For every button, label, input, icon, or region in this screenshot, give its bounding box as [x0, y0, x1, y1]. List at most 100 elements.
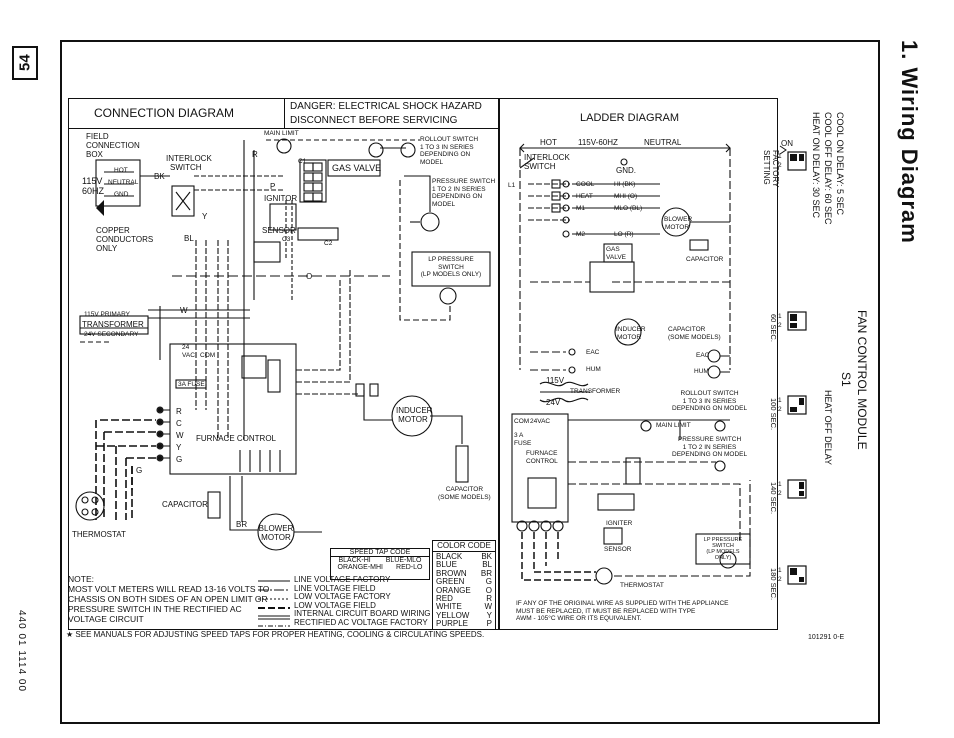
tap-m2-wire: LO (R) [614, 231, 634, 238]
ladder-igniter-label: IGNITER [606, 520, 633, 527]
dip-digit: 1 [778, 397, 782, 404]
vac-unit-label: VAC [182, 352, 195, 359]
thermostat-terminals: R C W Y G [176, 407, 184, 464]
color-abbrev: O [485, 585, 492, 595]
color-code-row: BLACK BK [436, 552, 492, 561]
color-name: PURPLE [436, 619, 469, 629]
wire-label-o: O [306, 272, 313, 281]
wire-label-p: P [270, 182, 276, 191]
tap-heat-wire: MHI (O) [614, 193, 638, 200]
page-frame [60, 40, 880, 724]
s1-label: S1 [839, 372, 853, 387]
transformer-label: TRANSFORMER [82, 320, 144, 329]
danger-line-2: DISCONNECT BEFORE SERVICING [290, 115, 458, 126]
hot-terminal-label: HOT [114, 167, 128, 174]
speed-tap-footnote: ★ SEE MANUALS FOR ADJUSTING SPEED TAPS F… [66, 630, 485, 639]
capacitor-some-models-label: CAPACITOR (SOME MODELS) [438, 486, 491, 501]
neutral-terminal-label: NEUTRAL [108, 179, 139, 186]
ladder-furnace-control-label: FURNACE CONTROL [526, 450, 558, 465]
setting-140: 140 SEC. [769, 482, 778, 515]
ladder-inducer-motor-label: INDUCER MOTOR [616, 326, 646, 341]
tap-cool-label: COOL [576, 181, 595, 188]
ladder-com-label: COM [514, 418, 530, 425]
wire-label-bl: BL [184, 234, 194, 243]
dip-digit: 1 [778, 567, 782, 574]
ladder-sensor-label: SENSOR [604, 546, 632, 553]
ladder-main-limit-label: MAIN LIMIT [656, 422, 691, 429]
capacitor-label: CAPACITOR [162, 500, 208, 509]
wire-label-r: R [252, 150, 258, 159]
supply-voltage-label: 115V 60HZ [82, 176, 105, 196]
legend-item: INTERNAL CIRCUIT BOARD WIRING [294, 609, 431, 619]
ladder-eac-right-label: EAC [696, 352, 710, 359]
heat-on-delay: HEAT ON DELAY: 30 SEC [811, 112, 821, 219]
c1-label: C1 [298, 158, 307, 165]
legend-item: LOW VOLTAGE FIELD [294, 600, 376, 610]
dip-digit: 1 [778, 313, 782, 320]
wire-label-br: BR [236, 520, 248, 529]
ladder-gnd-label: GND. [616, 166, 636, 175]
blower-motor-label: BLOWER MOTOR [258, 524, 294, 542]
dip-digit: 1 [778, 153, 782, 160]
color-code-title: COLOR CODE [433, 541, 495, 552]
ladder-diagram-title: LADDER DIAGRAM [580, 112, 680, 124]
danger-line-1: DANGER: ELECTRICAL SHOCK HAZARD [290, 101, 482, 112]
color-name: YELLOW [436, 610, 470, 620]
speed-tap-entry: BLACK-HI [338, 557, 371, 564]
tap-m2-label: M2 [576, 231, 586, 238]
speed-tap-title: SPEED TAP CODE [331, 549, 429, 557]
ladder-fuse-label: 3 A FUSE [514, 432, 532, 447]
connection-header-rule [68, 128, 498, 130]
setting-60: 60 SEC. [769, 314, 778, 342]
color-name: WHITE [436, 602, 462, 612]
danger-warning: DANGER: ELECTRICAL SHOCK HAZARD DISCONNE… [290, 100, 482, 128]
field-connection-box-label: FIELD CONNECTION BOX [86, 132, 140, 159]
com-label: COM [200, 352, 216, 359]
dip-digit: 2 [778, 406, 782, 413]
speed-tap-entry: RED-LO [396, 564, 423, 571]
ladder-vac-label: 24VAC [530, 418, 551, 425]
c3-label: C3 [282, 236, 291, 243]
dip-digit: 2 [778, 576, 782, 583]
field-box [95, 159, 141, 207]
color-name: BLACK [436, 552, 463, 561]
speed-tap-entry: BLUE-MLO [385, 557, 422, 564]
lp-pressure-switch-label: LP PRESSURE SWITCH (LP MODELS ONLY) [420, 256, 482, 278]
color-abbrev: Y [486, 610, 492, 620]
dip-digit: 1 [778, 481, 782, 488]
ladder-eac-label: EAC [586, 349, 600, 356]
legend-item: RECTIFIED AC VOLTAGE FACTORY [294, 617, 428, 627]
color-code-row: YELLOW Y [436, 610, 492, 620]
ignitor-label: IGNITOR [264, 194, 298, 203]
fan-control-module-title: FAN CONTROL MODULE [855, 310, 869, 450]
line-legend: LINE VOLTAGE FACTORY LINE VOLTAGE FIELD … [294, 575, 431, 628]
page-title: 1. Wiring Diagram [897, 40, 922, 244]
ladder-hum-label: HUM [586, 366, 601, 373]
ladder-24v-label: 24V [546, 398, 561, 407]
ladder-l1-label: L1 [508, 182, 516, 189]
wire-label-w: W [180, 306, 188, 315]
ladder-lp-pressure-label: LP PRESSURE SWITCH (LP MODELS ONLY) [703, 537, 743, 561]
gas-valve-label: GAS VALVE [332, 163, 382, 173]
ladder-hum-right-label: HUM [694, 368, 709, 375]
copper-conductors-label: COPPER CONDUCTORS ONLY [96, 226, 154, 253]
gnd-terminal-label: GND [114, 191, 129, 198]
tap-cool-wire: HI (BK) [614, 181, 636, 188]
ladder-gas-valve-label: GAS VALVE [606, 246, 626, 261]
dip-digit: 2 [778, 490, 782, 497]
color-abbrev: G [485, 577, 492, 587]
color-abbrev: BL [482, 560, 492, 570]
thermostat-label: THERMOSTAT [72, 530, 126, 539]
color-abbrev: BK [481, 552, 492, 561]
c2-label: C2 [324, 240, 333, 247]
